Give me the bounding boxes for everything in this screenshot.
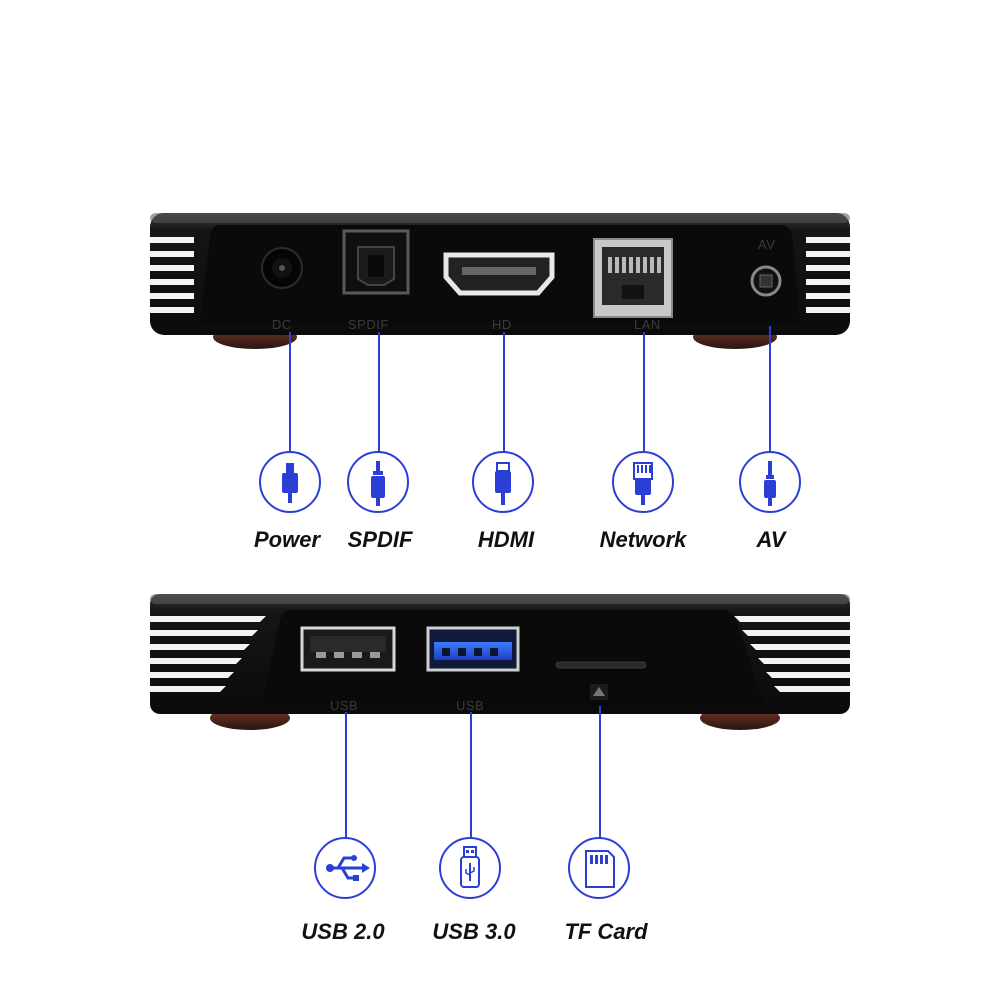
- vent-slats-right: [734, 616, 850, 692]
- leader-line-tf-card: [599, 706, 601, 838]
- side-panel-device: USB USB: [150, 594, 850, 730]
- label-tf-card: TF Card: [564, 919, 648, 944]
- vent-slats-left: [150, 616, 266, 692]
- marking-dc: DC: [272, 317, 292, 332]
- marking-av: AV: [758, 237, 775, 252]
- sd-card-icon: [568, 837, 630, 899]
- label-hdmi: HDMI: [477, 527, 535, 552]
- leader-line-hdmi: [503, 332, 505, 452]
- vent-slats-right: [806, 237, 850, 313]
- hdmi-cable-icon: [472, 451, 534, 513]
- label-power: Power: [253, 527, 321, 552]
- leader-line-network: [643, 332, 645, 452]
- vent-slats-left: [150, 237, 194, 313]
- spdif-optical-port: [342, 229, 410, 295]
- rj45-connector-icon: [612, 451, 674, 513]
- label-usb-2: USB 2.0: [301, 919, 385, 944]
- leader-line-power: [289, 332, 291, 452]
- tf-card-slot: [555, 661, 647, 700]
- label-usb-3: USB 3.0: [432, 919, 516, 944]
- power-plug-icon: [259, 451, 321, 513]
- usb-stick-icon: [439, 837, 501, 899]
- label-network: Network: [599, 527, 687, 552]
- label-av: AV: [756, 527, 786, 552]
- av-port: [750, 265, 782, 297]
- label-spdif: SPDIF: [347, 527, 413, 552]
- av-jack-icon: [739, 451, 801, 513]
- leader-line-spdif: [378, 332, 380, 452]
- lan-ethernet-port: [593, 238, 673, 318]
- marking-spdif: SPDIF: [348, 317, 389, 332]
- usb-3-port: [426, 626, 520, 672]
- usb-symbol-icon: [314, 837, 376, 899]
- leader-line-usb-2: [345, 712, 347, 838]
- hdmi-port: [443, 252, 555, 296]
- marking-hd: HD: [492, 317, 512, 332]
- rear-panel-device: DC SPDIF HD LAN AV: [150, 213, 850, 349]
- leader-line-usb-3: [470, 712, 472, 838]
- audio-jack-icon: [347, 451, 409, 513]
- marking-usb-3: USB: [456, 698, 484, 713]
- marking-usb-2: USB: [330, 698, 358, 713]
- marking-lan: LAN: [634, 317, 661, 332]
- usb-2-port: [300, 626, 396, 672]
- leader-line-av: [769, 326, 771, 452]
- dc-power-jack: [261, 247, 303, 289]
